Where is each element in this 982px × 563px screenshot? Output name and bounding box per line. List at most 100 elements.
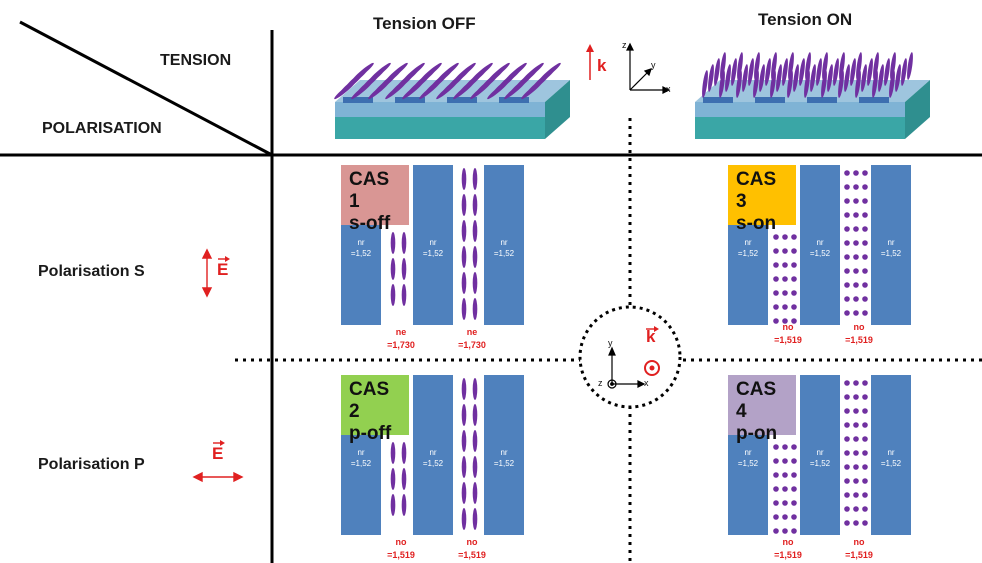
lc-molecule-ellipse — [461, 168, 467, 190]
lc-molecule-dot — [853, 506, 859, 512]
lc-molecule-dot — [791, 458, 797, 464]
case-3-liquid-2-value: =1,519 — [845, 335, 873, 345]
lc-molecule-dot — [853, 282, 859, 288]
case-3-pillar-1-value: =1,52 — [737, 249, 759, 258]
lc-molecule-dot — [853, 240, 859, 246]
case-4-mode: p-on — [736, 423, 778, 444]
lc-molecule — [770, 70, 776, 98]
lc-molecule-dot — [862, 506, 868, 512]
case-2-mode: p-off — [349, 423, 392, 444]
lc-molecule — [827, 64, 833, 92]
lc-molecule-dot — [773, 458, 779, 464]
lc-molecule — [731, 58, 737, 86]
lc-molecule-dot — [782, 500, 788, 506]
lc-molecule-ellipse — [461, 508, 467, 530]
lc-molecule-dot — [791, 248, 797, 254]
lc-molecule-dot — [791, 500, 797, 506]
lc-molecule-dot — [773, 290, 779, 296]
lc-molecule-dot — [782, 276, 788, 282]
grating-ridge — [343, 97, 373, 103]
lc-molecule — [539, 62, 561, 82]
substrate-top-face — [335, 80, 570, 102]
tension-off-title: Tension OFF — [373, 14, 476, 33]
lc-molecule-dot — [862, 282, 868, 288]
lc-molecule — [838, 70, 844, 98]
case-4-liquid-2-name: no — [853, 537, 865, 547]
lc-molecule-dot — [773, 248, 779, 254]
lc-molecule-dot — [844, 450, 850, 456]
lc-molecule-dot — [862, 184, 868, 190]
lc-molecule-dot — [844, 506, 850, 512]
lc-molecule-dot — [791, 234, 797, 240]
lc-molecule-ellipse — [461, 220, 467, 242]
polarisation-p-label: Polarisation P — [38, 456, 145, 473]
pillar — [871, 165, 911, 325]
tension-label: TENSION — [160, 52, 232, 69]
lc-molecule — [878, 64, 884, 92]
lc-molecule-dot — [844, 254, 850, 260]
lc-molecule-dot — [773, 444, 779, 450]
lc-molecule-dot — [853, 170, 859, 176]
lc-molecule — [720, 52, 726, 80]
lc-molecule-dot — [773, 486, 779, 492]
case-3-pillar-2-value: =1,52 — [809, 249, 831, 258]
substrate-base-layer — [335, 117, 545, 139]
lc-molecule-ellipse — [401, 468, 407, 490]
lc-molecule — [765, 58, 771, 86]
grating-ridge — [703, 97, 733, 103]
header-diagonal — [19, 20, 273, 157]
lc-molecule-dot — [862, 394, 868, 400]
k-label-top: k — [597, 56, 607, 75]
case-2-label: CAS 2 p-off — [341, 375, 409, 444]
lc-molecule-dot — [791, 290, 797, 296]
lc-molecule-ellipse — [461, 298, 467, 320]
lc-molecule-dot — [791, 528, 797, 534]
lc-molecule — [753, 70, 759, 98]
axis-z-center: z — [598, 378, 603, 388]
lc-molecule — [884, 58, 890, 86]
lc-molecule — [708, 64, 714, 92]
lc-molecule-dot — [844, 310, 850, 316]
lc-molecule-dot — [853, 268, 859, 274]
lc-molecule-dot — [853, 296, 859, 302]
grating-ridge — [395, 97, 425, 103]
grating-ridge — [807, 97, 837, 103]
lc-molecule — [748, 58, 754, 86]
lc-molecule — [833, 58, 839, 86]
lc-molecule-ellipse — [472, 168, 478, 190]
lc-molecule — [821, 70, 827, 98]
lc-molecule-ellipse — [472, 482, 478, 504]
lc-molecule-dot — [773, 276, 779, 282]
center-circle — [578, 305, 682, 409]
lc-molecule — [844, 64, 850, 92]
lc-molecule-dot — [853, 408, 859, 414]
lc-molecule-dot — [862, 408, 868, 414]
case-2-group — [341, 375, 524, 535]
lc-molecule-dot — [853, 198, 859, 204]
lc-molecule-dot — [853, 310, 859, 316]
lc-molecule — [804, 70, 810, 98]
lc-molecule — [714, 58, 720, 86]
lc-molecule — [420, 62, 442, 82]
lc-molecule-dot — [862, 380, 868, 386]
lc-molecule-ellipse — [390, 284, 396, 306]
lc-molecule-dot — [791, 444, 797, 450]
lc-molecule — [839, 52, 845, 80]
tension-on-title: Tension ON — [758, 10, 853, 29]
case-2-pillar-1-nr: nr — [357, 448, 365, 457]
lc-molecule-dot — [862, 296, 868, 302]
lc-molecule-dot — [773, 514, 779, 520]
grating-ridge — [755, 97, 785, 103]
pillar — [728, 225, 768, 325]
lc-molecule-dot — [844, 184, 850, 190]
case-2-liquid-1-value: =1,519 — [387, 550, 415, 560]
case-3-group — [728, 165, 911, 325]
lc-molecule-dot — [853, 394, 859, 400]
substrate-side-face — [905, 80, 930, 139]
lc-molecule-dot — [844, 422, 850, 428]
case-4-liquid-1-value: =1,519 — [774, 550, 802, 560]
lc-molecule-dot — [773, 234, 779, 240]
lc-molecule-dot — [853, 380, 859, 386]
lc-molecule-dot — [862, 478, 868, 484]
case-2-pillar-3-nr: nr — [500, 448, 508, 457]
